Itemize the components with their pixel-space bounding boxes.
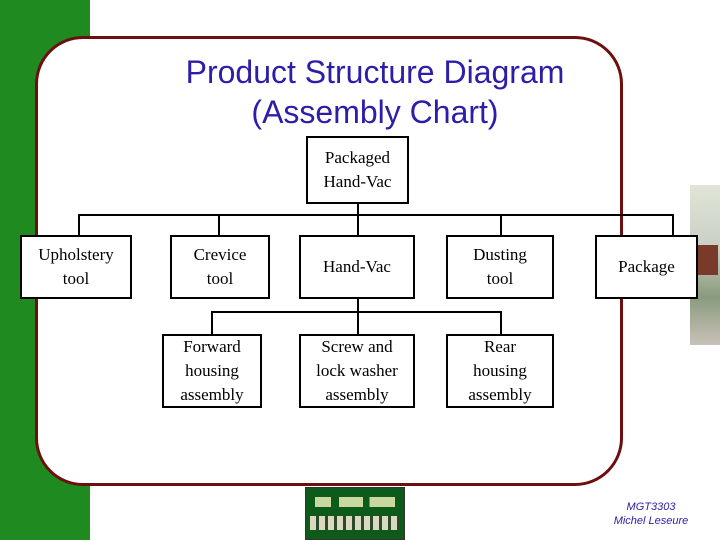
university-logo	[305, 487, 405, 540]
footer-course: MGT3303	[626, 501, 676, 513]
drop-rear	[500, 311, 502, 335]
logo-band	[310, 516, 400, 530]
drop-hand-vac	[357, 214, 359, 236]
node-hand-vac: Hand-Vac	[299, 235, 415, 299]
title-line-1: Product Structure Diagram	[185, 54, 565, 90]
drop-upholstery	[78, 214, 80, 236]
drop-crevice	[218, 214, 220, 236]
sub-level-bus	[211, 311, 502, 313]
footer-author: Michel Leseure	[613, 515, 689, 527]
title-line-2: (Assembly Chart)	[251, 94, 499, 130]
top-level-bus	[78, 214, 673, 216]
root-stem	[357, 202, 359, 215]
slide-footer: MGT3303 Michel Leseure	[598, 500, 704, 528]
slide-title: Product Structure Diagram (Assembly Char…	[110, 52, 640, 132]
logo-script	[315, 497, 395, 507]
drop-package	[672, 214, 674, 236]
hand-vac-stem	[357, 298, 359, 312]
drop-dusting	[500, 214, 502, 236]
drop-forward	[211, 311, 213, 335]
node-package: Package	[595, 235, 698, 299]
drop-screw	[357, 311, 359, 335]
